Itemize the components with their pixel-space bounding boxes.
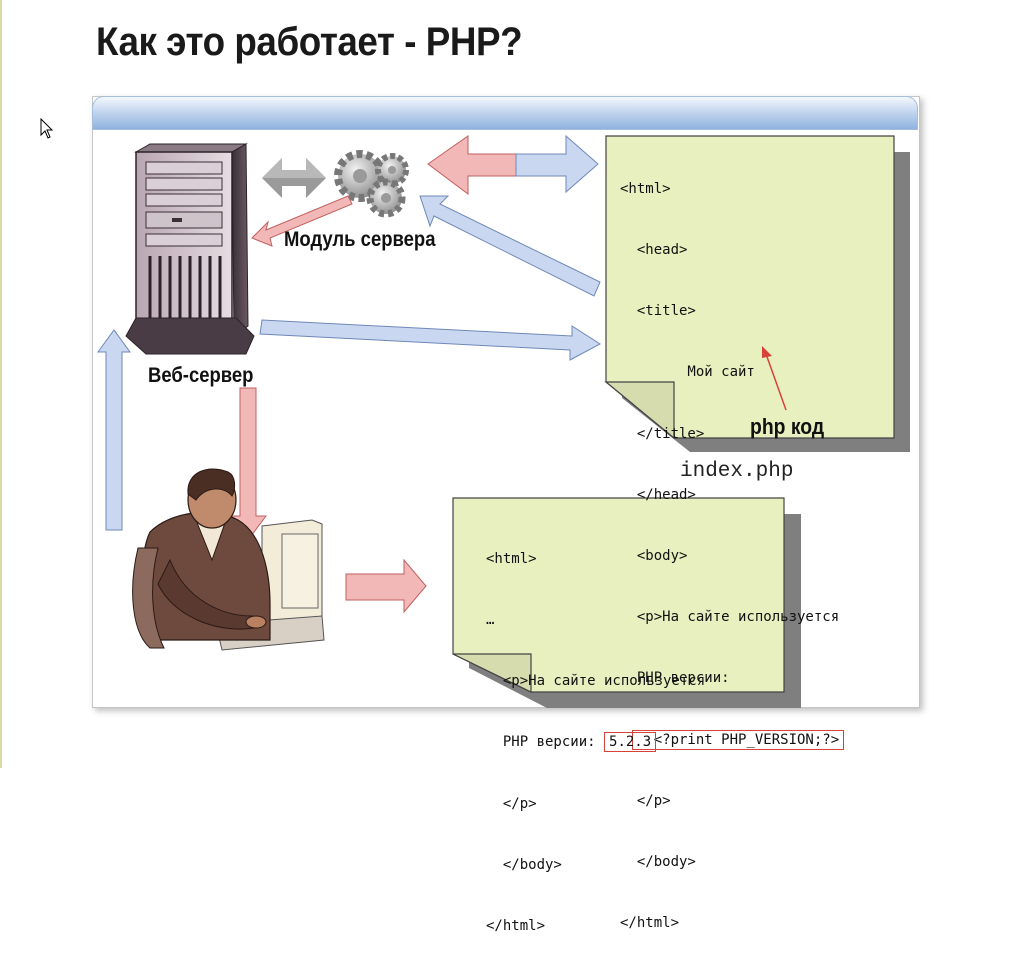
source-code-listing: <html> <head> <title> Мой сайт </title> … bbox=[620, 138, 845, 954]
code-line: <html> bbox=[486, 550, 537, 567]
php-code-line: <?print PHP_VERSION;?> bbox=[620, 729, 845, 750]
php-code-label: php код bbox=[750, 414, 825, 439]
code-line: … bbox=[486, 612, 495, 629]
code-line: </body> bbox=[486, 856, 562, 873]
code-line: Мой сайт bbox=[620, 364, 755, 381]
code-line: </head> bbox=[620, 486, 696, 503]
php-code-highlight: <?print PHP_VERSION;?> bbox=[631, 729, 845, 750]
module-to-server-arrow bbox=[251, 195, 353, 247]
slide-title: Как это работает - PHP? bbox=[96, 20, 523, 64]
source-code-paper bbox=[604, 135, 910, 452]
gears-icon bbox=[334, 150, 409, 218]
version-value-highlight: 5.2.3 bbox=[604, 732, 657, 753]
code-line: PHP версии: bbox=[620, 670, 730, 687]
code-line: <body> bbox=[620, 548, 688, 565]
server-module-label: Модуль сервера bbox=[284, 228, 436, 251]
version-prefix: PHP версии: bbox=[486, 734, 605, 751]
code-line: <head> bbox=[620, 242, 688, 259]
code-line: <title> bbox=[620, 303, 696, 320]
arrow-cursor-icon bbox=[40, 118, 54, 139]
code-line: </html> bbox=[486, 918, 546, 935]
tower-server-icon bbox=[125, 143, 255, 355]
server-to-user-arrow bbox=[229, 387, 267, 541]
diagram-canvas bbox=[97, 134, 910, 708]
panel-header-bar bbox=[92, 96, 918, 130]
output-arrow bbox=[345, 558, 427, 614]
person-at-computer-icon bbox=[132, 468, 325, 651]
web-server-label: Веб-сервер bbox=[148, 364, 254, 387]
php-code-pointer bbox=[762, 346, 787, 411]
double-arrow-icon bbox=[262, 158, 326, 198]
code-line: <p>На сайте используется bbox=[620, 609, 840, 626]
code-to-module-arrow bbox=[419, 195, 601, 297]
slide-edge bbox=[0, 0, 2, 768]
user-to-server-arrow bbox=[97, 329, 131, 531]
code-line: </title> bbox=[620, 425, 705, 442]
code-line: <html> bbox=[620, 180, 671, 197]
server-to-code-arrow bbox=[259, 319, 601, 361]
output-code-paper bbox=[452, 497, 801, 708]
output-code-listing: <html> … <p>На сайте используется PHP ве… bbox=[486, 508, 705, 957]
request-response-arrows bbox=[427, 134, 599, 195]
code-line: <p>На сайте используется bbox=[486, 673, 706, 690]
filename-label: index.php bbox=[680, 460, 794, 483]
version-line: PHP версии: 5.2.3 bbox=[486, 732, 705, 753]
code-line: </p> bbox=[486, 795, 537, 812]
